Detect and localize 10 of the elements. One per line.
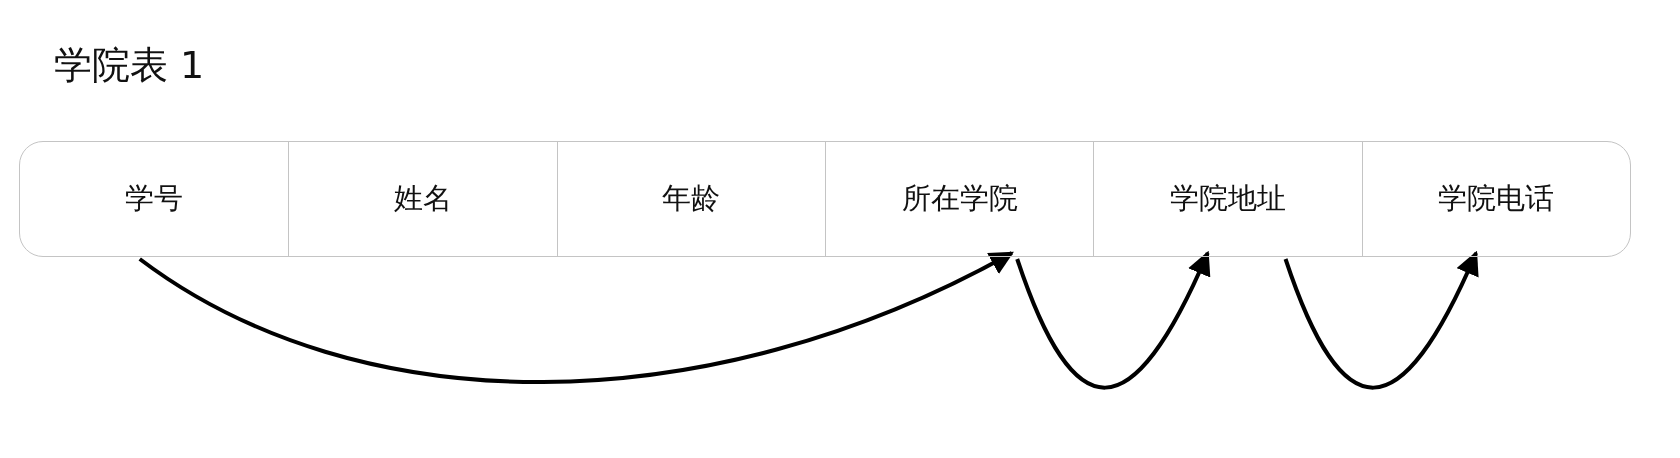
arrow xyxy=(1283,250,1478,390)
arrow xyxy=(1015,250,1210,390)
table-cell: 年龄 xyxy=(556,142,825,256)
table-cell: 所在学院 xyxy=(825,142,1094,256)
table-cell: 学院电话 xyxy=(1361,142,1630,256)
table-cell: 学号 xyxy=(20,142,289,256)
table-cell: 姓名 xyxy=(288,142,557,256)
title: 学院表 1 xyxy=(54,42,205,89)
arrow xyxy=(138,251,1014,384)
table-cell: 学院地址 xyxy=(1093,142,1362,256)
